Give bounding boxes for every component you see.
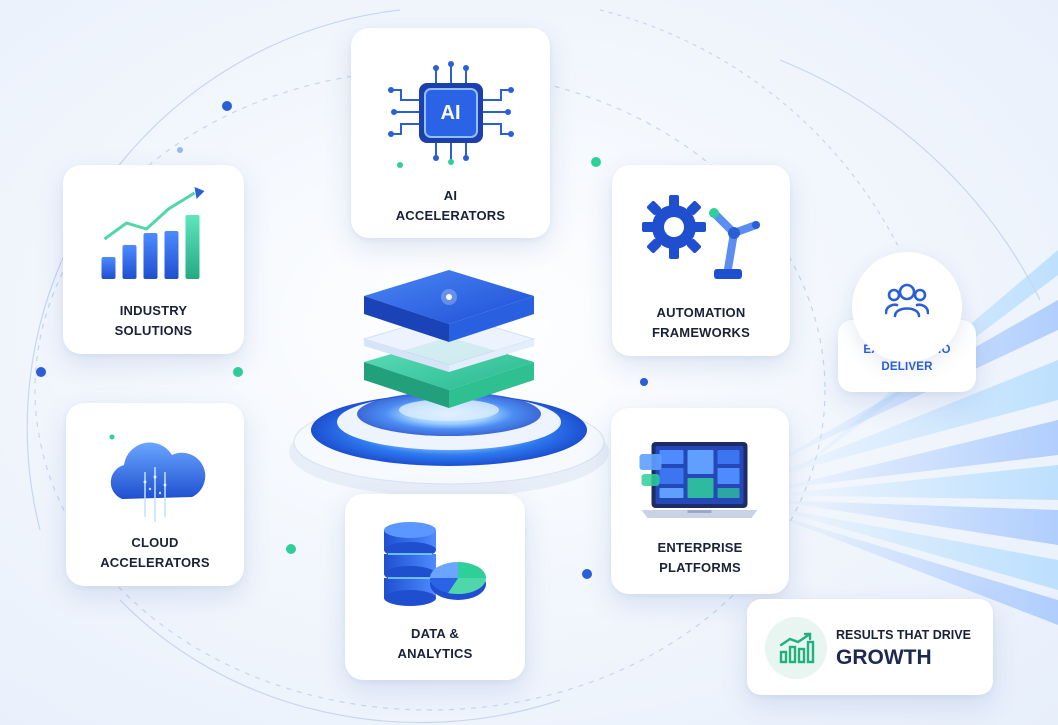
growth-bar-chart-icon (96, 187, 211, 287)
cloud-accelerators-card[interactable]: CLOUD ACCELERATORS (66, 403, 244, 586)
results-growth-card[interactable]: RESULTS THAT DRIVE GROWTH (747, 599, 993, 695)
users-group-icon (884, 280, 930, 325)
central-platform-illustration (284, 262, 614, 507)
ai-chip-icon: AI (386, 60, 516, 175)
card-label: AI ACCELERATORS (395, 188, 506, 223)
card-label: INDUSTRY SOLUTIONS (114, 303, 193, 338)
card-label: CLOUD ACCELERATORS (100, 535, 210, 570)
gear-robot-arm-icon (636, 191, 766, 291)
enterprise-platforms-card[interactable]: ENTERPRISE PLATFORMS (611, 408, 789, 594)
chip-label: AI (440, 102, 461, 124)
results-subtitle: RESULTS THAT DRIVE (836, 628, 971, 642)
card-label: ENTERPRISE PLATFORMS (657, 540, 743, 575)
results-title: GROWTH (836, 646, 932, 669)
automation-frameworks-card[interactable]: AUTOMATION FRAMEWORKS (612, 165, 790, 356)
industry-solutions-card[interactable]: INDUSTRY SOLUTIONS (63, 165, 244, 354)
data-analytics-card[interactable]: DATA & ANALYTICS (345, 494, 525, 680)
experts-badge (852, 252, 962, 362)
card-label: DATA & ANALYTICS (397, 626, 473, 661)
card-label: AUTOMATION FRAMEWORKS (651, 305, 751, 340)
ai-accelerators-card[interactable]: AI AI ACCELERATORS (351, 28, 550, 238)
database-pie-chart-icon (380, 518, 490, 615)
growth-chart-badge (765, 617, 827, 679)
laptop-dashboard-icon (638, 438, 763, 528)
orbit-dots (36, 56, 648, 579)
cloud-icon (100, 427, 210, 527)
growth-chart-icon (779, 632, 815, 664)
